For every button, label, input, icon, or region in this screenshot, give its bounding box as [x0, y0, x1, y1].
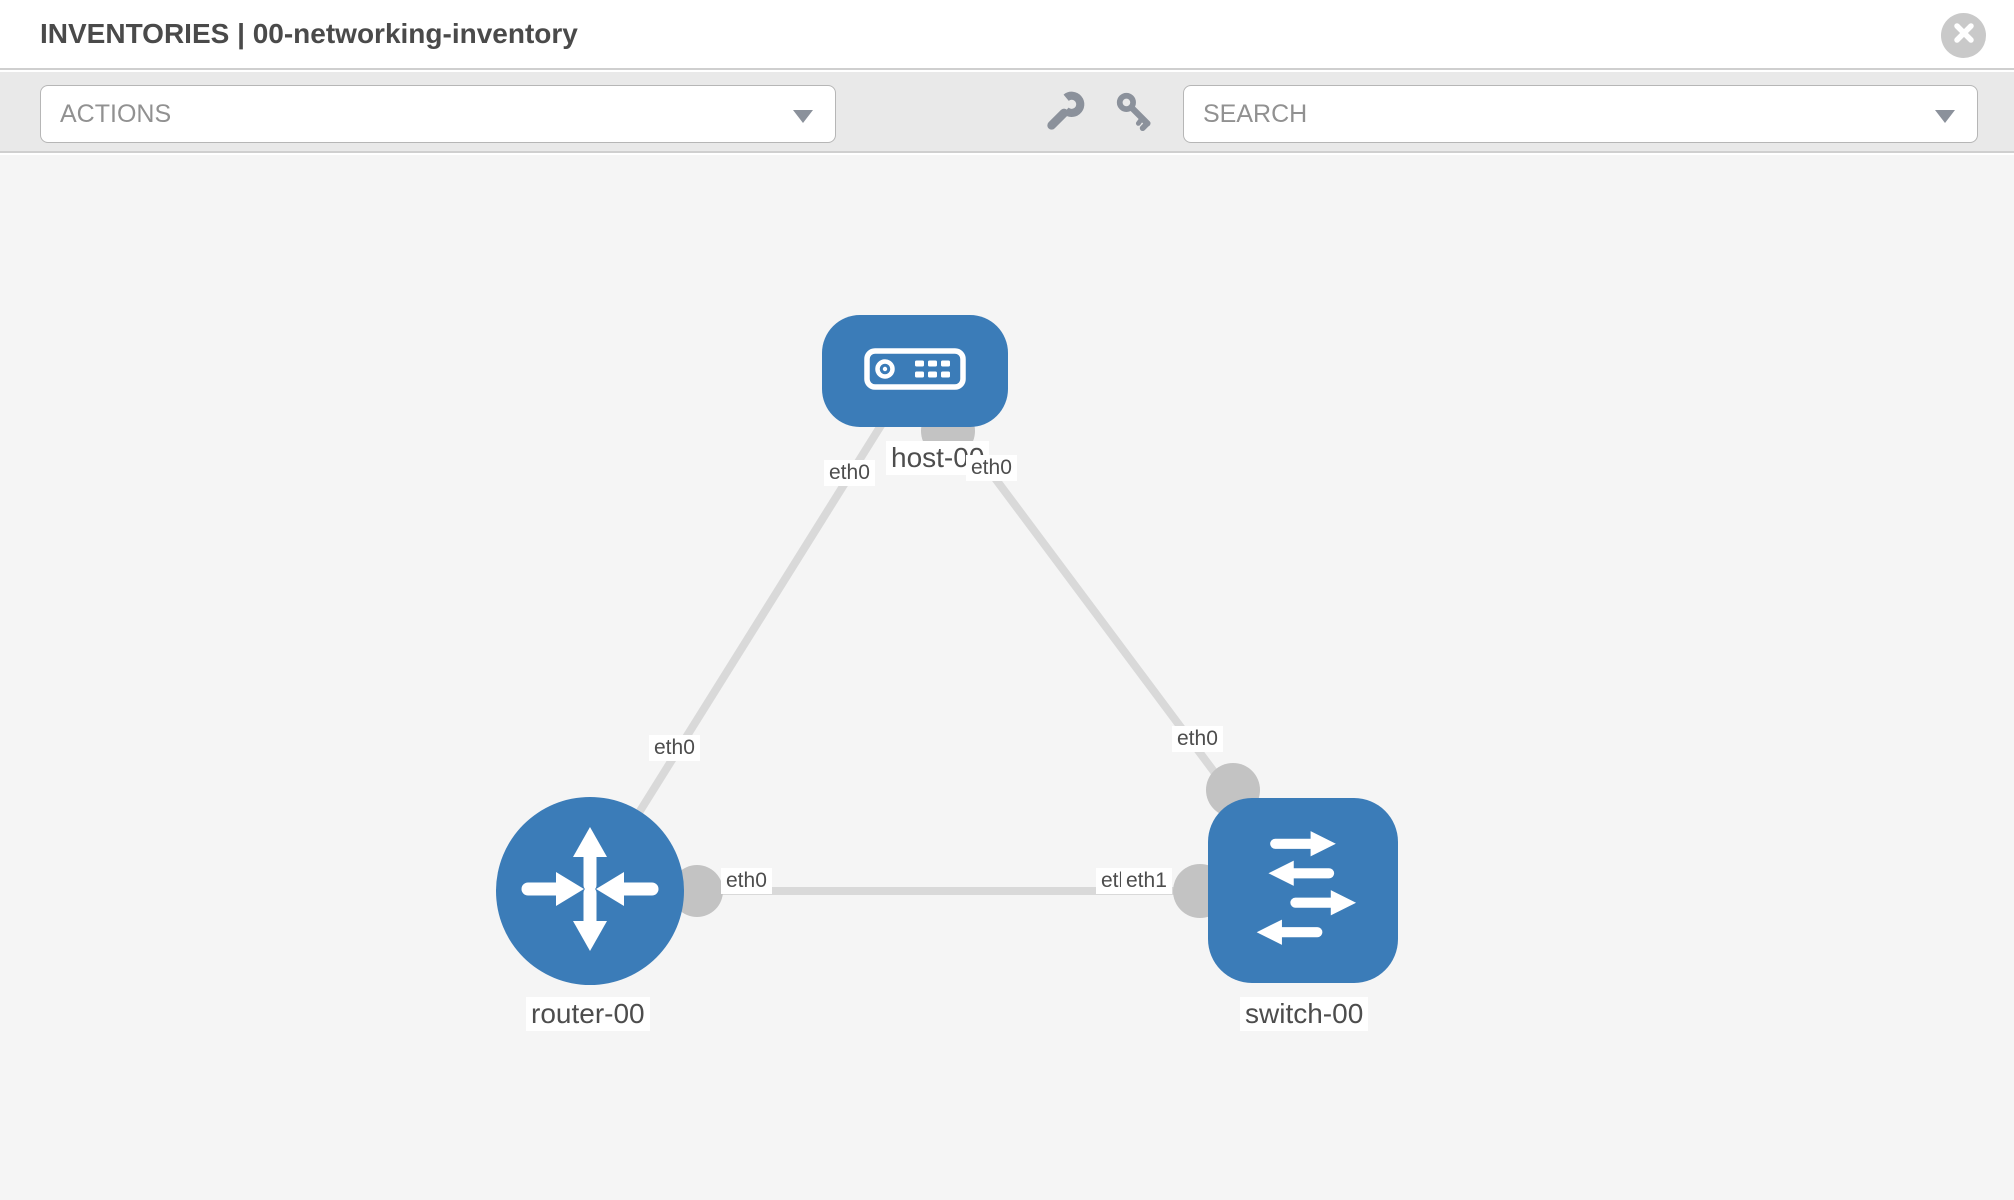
interface-label-switch-eth0-uplink: eth0	[1172, 726, 1223, 753]
actions-dropdown[interactable]: ACTIONS	[40, 85, 836, 143]
interface-label-host-eth0-left: eth0	[824, 460, 875, 487]
interface-label-router-eth0-uplink: eth0	[649, 735, 700, 762]
node-switch-00[interactable]	[1208, 798, 1398, 983]
router-icon	[510, 809, 670, 974]
toolbar: ACTIONS SEARCH	[0, 72, 2014, 153]
node-label-router-00: router-00	[526, 997, 650, 1032]
switch-icon	[1223, 810, 1383, 971]
chevron-down-icon	[793, 110, 813, 123]
node-router-00[interactable]	[496, 797, 684, 985]
breadcrumb-header: INVENTORIES | 00-networking-inventory	[0, 0, 2014, 70]
host-icon	[863, 347, 967, 396]
close-icon	[1953, 22, 1975, 49]
interface-label-host-eth0-right: eth0	[966, 455, 1017, 482]
page-title: INVENTORIES | 00-networking-inventory	[40, 18, 578, 49]
links-layer	[586, 367, 1307, 918]
interface-label-switch-eth1: eth1	[1121, 868, 1172, 895]
key-icon	[1114, 90, 1156, 137]
node-host-00[interactable]	[822, 315, 1008, 427]
link-host-router[interactable]	[586, 367, 919, 895]
chevron-down-icon	[1935, 110, 1955, 123]
port-connector	[671, 865, 723, 917]
search-dropdown-label: SEARCH	[1203, 99, 1308, 128]
wrench-button[interactable]	[1042, 90, 1088, 136]
interface-label-router-eth0: eth0	[721, 868, 772, 895]
actions-dropdown-label: ACTIONS	[60, 99, 172, 128]
topology-canvas[interactable]: host-00 router-00 switch-00 eth0 eth0 et…	[0, 155, 2014, 1200]
key-button[interactable]	[1112, 90, 1158, 136]
wrench-icon	[1044, 90, 1086, 137]
node-label-switch-00: switch-00	[1240, 997, 1369, 1032]
search-dropdown[interactable]: SEARCH	[1183, 85, 1978, 143]
close-button[interactable]	[1941, 13, 1986, 58]
